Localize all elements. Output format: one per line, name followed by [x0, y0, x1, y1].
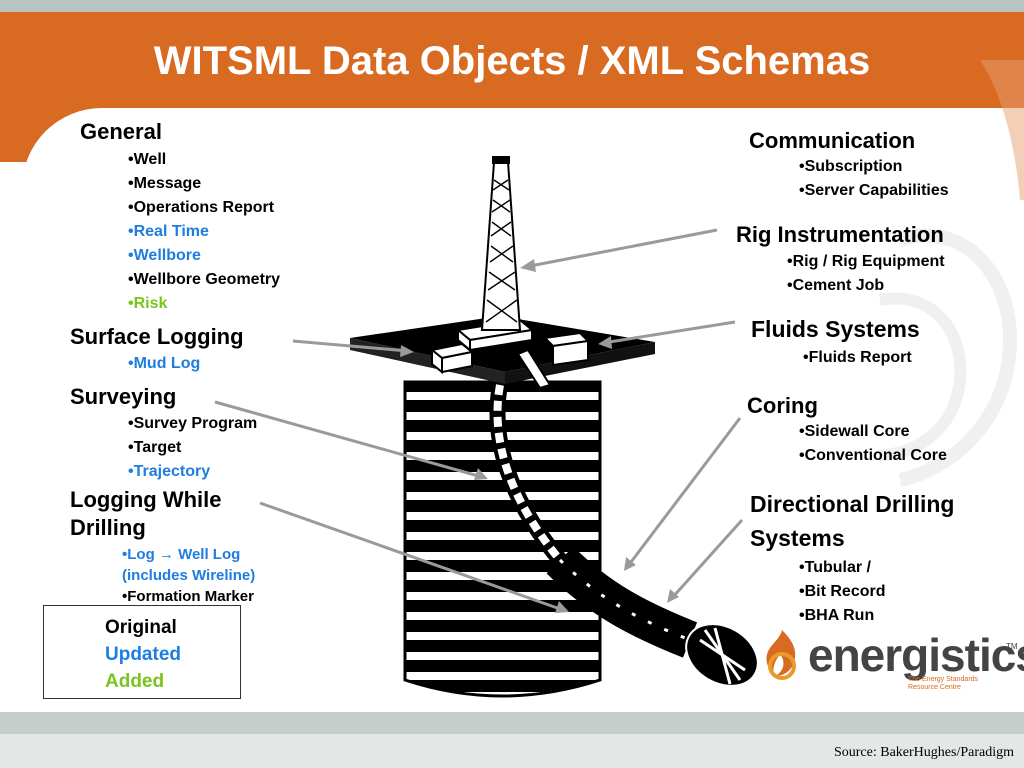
- top-strip: [0, 0, 1024, 12]
- pointer-arrows: [214, 228, 744, 612]
- list-item: •Tubular /: [799, 559, 871, 576]
- source-caption: Source: BakerHughes/Paradigm: [833, 745, 1014, 760]
- page-title: WITSML Data Objects / XML Schemas: [153, 39, 871, 83]
- logo-tagline: The Energy Standards Resource Centre: [908, 676, 978, 692]
- list-item: •Subscription: [799, 158, 903, 175]
- logo-tagline-line2: Resource Centre: [908, 684, 961, 691]
- logo-tagline-line1: The Energy Standards: [908, 676, 979, 683]
- list-item: •Survey Program: [128, 415, 258, 432]
- list-item: •Target: [128, 439, 182, 456]
- list-item: •Conventional Core: [799, 447, 947, 464]
- list-item: •Risk: [128, 295, 168, 312]
- list-item: •Rig / Rig Equipment: [787, 253, 945, 270]
- legend-box: Original Updated Added: [43, 605, 241, 699]
- list-item: •Operations Report: [128, 199, 275, 216]
- surface-logging-list: •Mud Log: [128, 352, 200, 376]
- lwd-heading-line1: Logging While: [70, 487, 222, 512]
- list-item: •Server Capabilities: [799, 182, 949, 199]
- list-item: •Trajectory: [128, 463, 211, 480]
- list-item: •Formation Marker: [122, 588, 254, 605]
- flame-icon: [766, 630, 796, 680]
- list-item: •Bit Record: [799, 583, 886, 600]
- coring-heading: Coring: [747, 393, 818, 418]
- general-heading: General: [80, 119, 162, 144]
- list-item: •Message: [128, 175, 202, 192]
- bottom-strip: [0, 712, 1024, 734]
- deck-buildings: [429, 318, 591, 390]
- list-item: (includes Wireline): [122, 567, 256, 584]
- rig-instrumentation-list: •Rig / Rig Equipment •Cement Job: [787, 250, 945, 298]
- list-item: •Cement Job: [787, 277, 885, 294]
- list-item: •Mud Log: [128, 355, 201, 372]
- list-item: •Log → Well Log: [122, 546, 241, 563]
- rig-instrumentation-heading: Rig Instrumentation: [736, 222, 944, 247]
- surveying-heading: Surveying: [70, 384, 177, 409]
- derrick-tower: [480, 156, 522, 331]
- legend-updated: Updated: [105, 644, 181, 665]
- surveying-list: •Survey Program •Target •Trajectory: [128, 412, 257, 484]
- logo-wordmark: energistics: [808, 629, 1024, 681]
- list-item: •Fluids Report: [803, 349, 912, 366]
- fluids-heading: Fluids Systems: [751, 316, 920, 342]
- logo-tm: TM: [1006, 642, 1018, 651]
- legend-added: Added: [105, 671, 165, 692]
- drill-string: [489, 383, 759, 687]
- communication-heading: Communication: [749, 128, 916, 153]
- earth-column: [403, 380, 602, 698]
- footer-bar: [0, 734, 1024, 768]
- directional-heading-line1: Directional Drilling: [750, 491, 955, 517]
- list-item: •Wellbore Geometry: [128, 271, 281, 288]
- fluids-list: •Fluids Report: [803, 346, 912, 370]
- list-item: •Well: [128, 151, 167, 168]
- list-item: •BHA Run: [799, 607, 875, 624]
- list-item: •Sidewall Core: [799, 423, 910, 440]
- list-item: •Wellbore: [128, 247, 201, 264]
- arrow-heads: [400, 259, 679, 613]
- communication-list: •Subscription •Server Capabilities: [799, 155, 949, 203]
- surface-logging-heading: Surface Logging: [70, 324, 244, 349]
- legend-original: Original: [105, 617, 177, 638]
- coring-list: •Sidewall Core •Conventional Core: [799, 420, 947, 468]
- directional-list: •Tubular / •Bit Record •BHA Run: [799, 556, 886, 628]
- directional-heading-line2: Systems: [750, 525, 845, 551]
- list-item: •Real Time: [128, 223, 209, 240]
- lwd-heading-line2: Drilling: [70, 515, 146, 540]
- lwd-list: •Log → Well Log (includes Wireline) •For…: [122, 544, 255, 607]
- energistics-logo: energistics TM The Energy Standards Reso…: [758, 626, 1024, 696]
- general-list: •Well •Message •Operations Report •Real …: [128, 148, 280, 316]
